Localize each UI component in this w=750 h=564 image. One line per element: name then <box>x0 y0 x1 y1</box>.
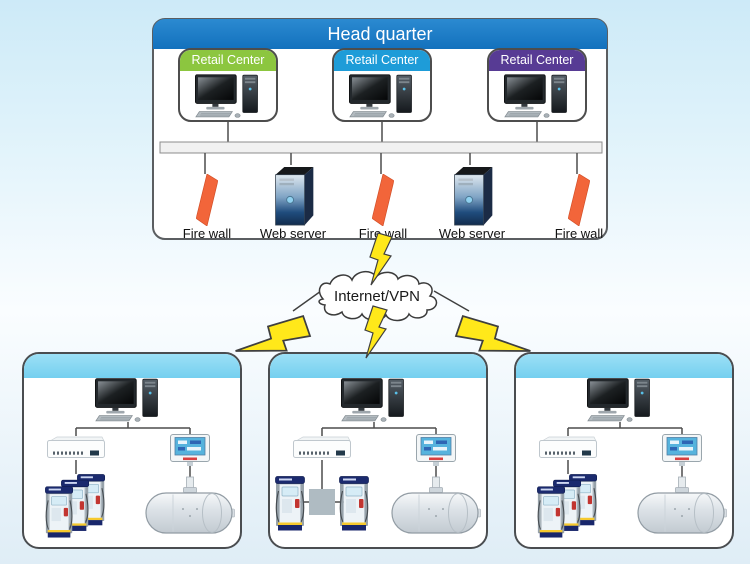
fuel-tank-icon <box>637 476 727 534</box>
firewall-icon <box>567 174 591 231</box>
fuel-dispenser-group-icon <box>45 474 104 537</box>
retail-center-label: Retail Center <box>489 50 585 71</box>
firewall-label: Fire wall <box>554 226 604 241</box>
station-header-band <box>516 354 732 378</box>
cloud-left-link-line <box>292 290 322 312</box>
desktop-computer-icon <box>349 74 415 118</box>
station-box-middle <box>268 352 488 549</box>
firewall-icon <box>195 174 219 231</box>
station-header-band <box>24 354 240 378</box>
pump-controller-icon <box>47 436 105 458</box>
fuel-tank-icon <box>145 476 235 534</box>
cloud-label: Internet/VPN <box>334 288 420 305</box>
firewall-label: Fire wall <box>358 226 408 241</box>
retail-center-label: Retail Center <box>180 50 276 71</box>
tank-gauge-console-icon <box>416 434 456 466</box>
station-box-left <box>22 352 242 549</box>
firewall-label: Fire wall <box>182 226 232 241</box>
fuel-dispenser-group-icon <box>537 474 596 537</box>
tank-gauge-console-icon <box>170 434 210 466</box>
cloud-right-link-line <box>433 290 470 312</box>
station-box-right <box>514 352 734 549</box>
lightning-icon <box>364 305 388 359</box>
headquarter-header: Head quarter <box>153 19 607 49</box>
desktop-computer-icon <box>341 378 404 422</box>
fuel-dispenser-icon <box>339 476 369 531</box>
station-right-equipment <box>516 378 727 547</box>
retail-center-card-2: Retail Center <box>332 48 432 122</box>
web-server-label: Web server <box>259 226 327 241</box>
station-middle-equipment <box>275 378 481 534</box>
desktop-computer-icon <box>95 378 158 422</box>
firewall-icon <box>371 174 395 231</box>
retail-center-label: Retail Center <box>334 50 430 71</box>
headquarter-title: Head quarter <box>327 24 433 44</box>
desktop-computer-icon <box>587 378 650 422</box>
server-tower-icon <box>270 165 316 232</box>
internet-vpn-layer: Internet/VPN <box>233 232 533 364</box>
tank-gauge-console-icon <box>662 434 702 466</box>
pump-controller-icon <box>539 436 597 458</box>
retail-center-card-3: Retail Center <box>487 48 587 122</box>
fuel-tank-icon <box>391 476 481 534</box>
pump-controller-icon <box>293 436 351 458</box>
station-left-equipment <box>24 378 235 547</box>
junction-box-icon <box>309 489 335 515</box>
web-server-label: Web server <box>438 226 506 241</box>
headquarter-box: Head quarter Retail Center Retail Center… <box>152 18 608 241</box>
server-tower-icon <box>449 165 495 232</box>
internet-cloud <box>318 271 438 322</box>
desktop-computer-icon <box>195 74 261 118</box>
retail-center-card-1: Retail Center <box>178 48 278 122</box>
fuel-dispenser-icon <box>275 476 305 531</box>
desktop-computer-icon <box>504 74 570 118</box>
